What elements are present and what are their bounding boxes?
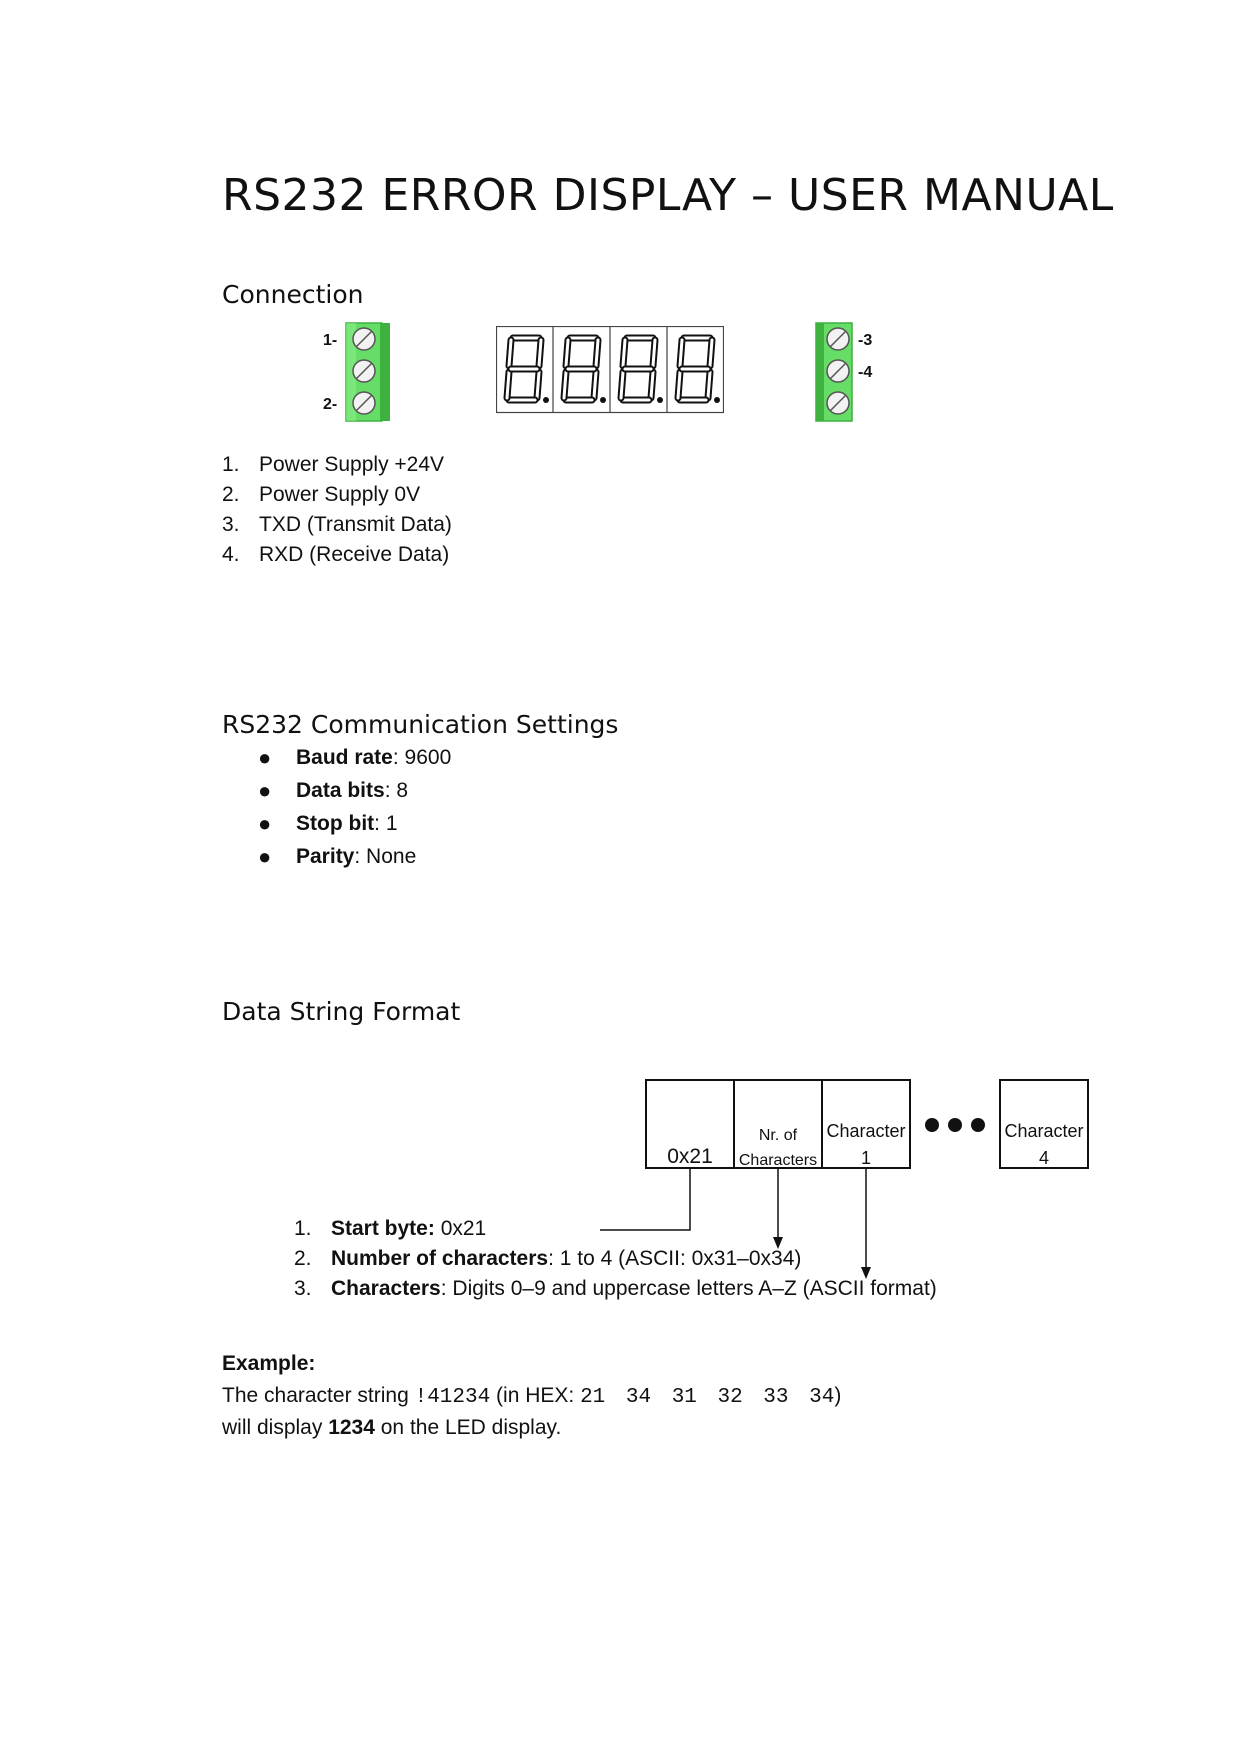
item-value: : 1 to 4 (ASCII: 0x31–0x34) — [548, 1247, 802, 1270]
example-line-1: The character string !41234 (in HEX: 21 … — [222, 1384, 841, 1409]
example-text: will display — [222, 1416, 329, 1439]
item-value: 0x21 — [434, 1217, 487, 1240]
example-text: on the LED display. — [374, 1416, 562, 1439]
start-byte-box — [645, 1079, 735, 1169]
char4-text-1: Character — [1004, 1121, 1083, 1141]
format-list: 1. Start byte: 0x21 2. Number of character… — [294, 1214, 1054, 1304]
item-text: Power Supply 0V — [259, 483, 421, 506]
item-key: Characters — [331, 1277, 441, 1300]
example-label: Example: — [222, 1352, 316, 1375]
seven-segment-digit — [617, 334, 663, 404]
list-item: ● Parity: None — [258, 842, 758, 872]
example-code: !41234 — [414, 1386, 491, 1409]
example-line-2: will display 1234 on the LED display. — [222, 1416, 561, 1440]
example-text: (in HEX: — [490, 1384, 581, 1407]
list-item: 2. Power Supply 0V — [222, 480, 722, 510]
bullet-icon: ● — [258, 844, 272, 869]
count-text-2: Characters — [739, 1152, 817, 1169]
bullet-icon: ● — [258, 778, 272, 803]
pin-1-label: 1- — [323, 332, 337, 349]
setting-value: : None — [354, 845, 417, 868]
list-item: ● Stop bit: 1 — [258, 809, 758, 839]
setting-key: Stop bit — [296, 812, 375, 835]
seven-segment-display — [496, 326, 724, 414]
count-text-1: Nr. of — [759, 1127, 798, 1144]
setting-value: : 8 — [384, 779, 409, 802]
char4-box — [999, 1079, 1089, 1169]
bullet-icon: ● — [258, 811, 272, 836]
connection-heading: Connection — [222, 280, 364, 309]
list-item: 1. Start byte: 0x21 — [294, 1214, 1054, 1244]
item-number: 3. — [294, 1277, 312, 1300]
item-text: Power Supply +24V — [259, 453, 445, 476]
setting-value: : 9600 — [392, 746, 452, 769]
format-heading: Data String Format — [222, 997, 461, 1026]
list-item: 2. Number of characters: 1 to 4 (ASCII: 0… — [294, 1244, 1054, 1274]
char1-box — [821, 1079, 911, 1169]
item-number: 2. — [222, 483, 240, 506]
list-item: 4. RXD (Receive Data) — [222, 540, 722, 570]
list-item: 1. Power Supply +24V — [222, 450, 722, 480]
item-text: TXD (Transmit Data) — [259, 513, 452, 536]
list-item: 3. Characters: Digits 0–9 and uppercase l… — [294, 1274, 1054, 1304]
example-text: The character string — [222, 1384, 415, 1407]
example-value: 1234 — [328, 1416, 375, 1439]
item-key: Start byte: — [331, 1217, 435, 1240]
pin-4-label: -4 — [858, 364, 872, 381]
item-number: 1. — [294, 1217, 312, 1240]
seven-segment-digit — [560, 334, 606, 404]
char1-text-2: 1 — [861, 1148, 871, 1168]
ellipsis-icon — [925, 1118, 985, 1132]
seven-segment-digit — [674, 334, 720, 404]
setting-key: Baud rate — [296, 746, 393, 769]
settings-list: ● Baud rate: 9600 ● Data bits: 8 ● Stop bit… — [258, 743, 758, 872]
list-item: ● Baud rate: 9600 — [258, 743, 758, 773]
bullet-icon: ● — [258, 745, 272, 770]
item-number: 3. — [222, 513, 240, 536]
item-number: 1. — [222, 453, 240, 476]
pin-3-label: -3 — [858, 332, 872, 349]
item-text: RXD (Receive Data) — [259, 543, 450, 566]
start-byte-arrow — [600, 1168, 691, 1231]
packet-diagram: 0x21 Nr. of Characters Character 1 Chara… — [600, 1079, 1089, 1279]
item-key: Number of characters — [331, 1247, 549, 1270]
item-number: 4. — [222, 543, 240, 566]
example-hex: 21 34 31 32 33 34 — [580, 1386, 835, 1409]
setting-value: : 1 — [374, 812, 398, 835]
seven-segment-digit — [503, 334, 549, 404]
left-terminal-block-icon: 1- 2- — [323, 322, 390, 422]
settings-heading: RS232 Communication Settings — [222, 710, 619, 739]
example-text: ) — [834, 1384, 842, 1407]
char4-text-2: 4 — [1039, 1148, 1049, 1168]
setting-key: Parity — [296, 845, 355, 868]
setting-key: Data bits — [296, 779, 385, 802]
right-terminal-block-icon: -3 -4 — [815, 322, 872, 422]
start-byte-text: 0x21 — [667, 1145, 713, 1168]
item-value: : Digits 0–9 and uppercase letters A–Z (… — [440, 1277, 937, 1300]
connection-list: 1. Power Supply +24V 2. Power Supply 0V 3.… — [222, 450, 722, 570]
list-item: 3. TXD (Transmit Data) — [222, 510, 722, 540]
char1-text-1: Character — [826, 1121, 905, 1141]
item-number: 2. — [294, 1247, 312, 1270]
page-title: RS232 ERROR DISPLAY – USER MANUAL — [222, 170, 1114, 221]
pin-2-label: 2- — [323, 396, 337, 413]
list-item: ● Data bits: 8 — [258, 776, 758, 806]
